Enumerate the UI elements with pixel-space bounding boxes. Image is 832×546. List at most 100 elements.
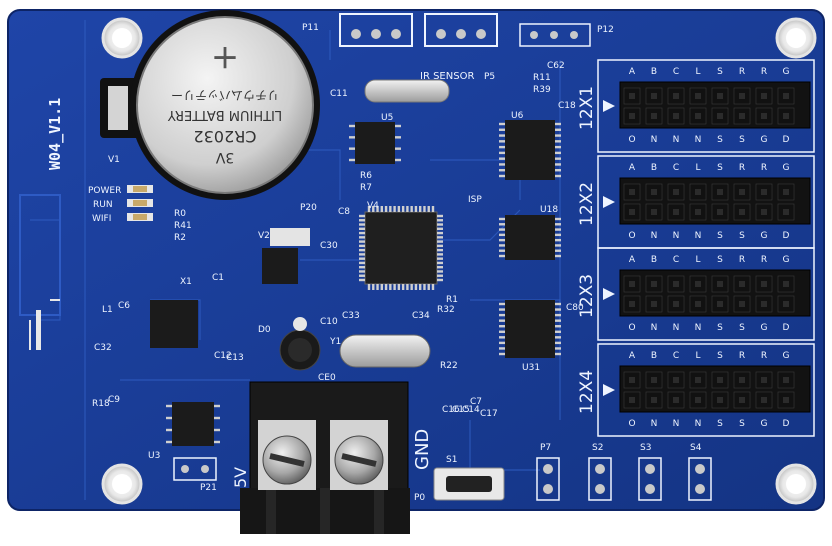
- ref-label-c12: C12: [214, 351, 232, 361]
- ic-wifi-module: [150, 300, 198, 348]
- ref-label-c62: C62: [547, 61, 565, 71]
- signal-top-4: L: [695, 163, 700, 173]
- signal-bottom-8: D: [783, 135, 790, 145]
- signal-bottom-6: S: [739, 231, 745, 241]
- battery-type: LITHIUM BATTERY: [168, 107, 282, 122]
- battery-type-japanese: リチウムバッテリー: [171, 88, 279, 102]
- ref-label-c7: C7: [470, 397, 482, 407]
- ref-label-c10: C10: [320, 317, 338, 327]
- signal-bottom-4: N: [695, 135, 702, 145]
- signal-bottom-3: N: [673, 419, 680, 429]
- ic-main-mcu: [364, 211, 438, 285]
- ref-label-p11: P11: [302, 23, 319, 33]
- ref-label-ce0: CE0: [318, 373, 336, 383]
- signal-bottom-2: N: [651, 231, 658, 241]
- signal-top-1: A: [629, 163, 636, 173]
- ref-label-c17: C17: [480, 409, 498, 419]
- jumper-header-2: [588, 457, 612, 501]
- ref-label-v1: V1: [108, 155, 120, 165]
- signal-bottom-5: S: [717, 135, 723, 145]
- hub-port-label-2: 12X2: [577, 182, 597, 226]
- signal-bottom-8: D: [783, 419, 790, 429]
- ref-label-y1: Y1: [329, 337, 341, 347]
- ic-pins: [166, 122, 561, 444]
- ref-label-p7: P7: [540, 443, 551, 453]
- smd-crystal: [339, 334, 431, 368]
- ic-v2-regulator: [262, 248, 298, 284]
- ref-label-r0: R0: [174, 209, 186, 219]
- signal-bottom-3: N: [673, 231, 680, 241]
- ref-label-r6: R6: [360, 171, 372, 181]
- signal-bottom-4: N: [695, 323, 702, 333]
- signal-top-7: R: [761, 351, 767, 361]
- ref-label-s3: S3: [640, 443, 651, 453]
- ref-label-r18: R18: [92, 399, 110, 409]
- ref-label-r7: R7: [360, 183, 372, 193]
- ref-label-v4: V4: [367, 201, 379, 211]
- ref-label-c11: C11: [330, 89, 348, 99]
- signal-top-3: C: [673, 163, 679, 173]
- jumper-header-4: [688, 457, 712, 501]
- hub-ports: 12X1AOBNCNLNSSRSRGGD12X2AOBNCNLNSSRSRGGD…: [577, 59, 815, 437]
- ref-label-c8: C8: [338, 207, 350, 217]
- ref-label-c80: C80: [566, 303, 584, 313]
- signal-top-1: A: [629, 255, 636, 265]
- ref-label-c18: C18: [558, 101, 576, 111]
- ref-label-s1: S1: [446, 455, 457, 465]
- ref-label-u18: U18: [540, 205, 558, 215]
- signal-top-4: L: [695, 255, 700, 265]
- jumper-header-1: [536, 457, 560, 501]
- ref-label-isp: ISP: [468, 195, 482, 205]
- signal-top-7: R: [761, 255, 767, 265]
- ic-u5: [355, 122, 395, 164]
- signal-bottom-3: N: [673, 323, 680, 333]
- signal-top-5: S: [717, 255, 723, 265]
- signal-bottom-3: N: [673, 135, 680, 145]
- ref-label-c14: C14: [462, 405, 480, 415]
- signal-bottom-5: S: [717, 231, 723, 241]
- ref-label-s4: S4: [690, 443, 702, 453]
- ic-chips: [150, 120, 555, 446]
- signal-bottom-8: D: [783, 231, 790, 241]
- signal-bottom-1: O: [628, 231, 635, 241]
- ref-label-c6: C6: [118, 301, 130, 311]
- signal-bottom-5: S: [717, 323, 723, 333]
- coin-cell-battery: 3V CR2032 LITHIUM BATTERY リチウムバッテリー +: [136, 16, 314, 194]
- signal-bottom-6: S: [739, 419, 745, 429]
- ref-label-s2: S2: [592, 443, 603, 453]
- signal-top-2: B: [651, 351, 657, 361]
- ref-label-l1: L1: [102, 305, 113, 315]
- ref-label-r41: R41: [174, 221, 192, 231]
- hub-port-label-3: 12X3: [577, 274, 597, 318]
- ref-label-v2: V2: [258, 231, 270, 241]
- ref-label-p12: P12: [597, 25, 614, 35]
- signal-bottom-8: D: [783, 323, 790, 333]
- ref-label-u5: U5: [381, 113, 393, 123]
- ref-label-r2: R2: [174, 233, 186, 243]
- ref-label-p0: P0: [414, 493, 425, 503]
- signal-bottom-2: N: [651, 323, 658, 333]
- board-model-label: W04_V1.1: [46, 98, 64, 170]
- ref-label-r32: R32: [437, 305, 455, 315]
- ref-label-c13: C13: [226, 353, 244, 363]
- signal-top-1: A: [629, 67, 636, 77]
- signal-top-5: S: [717, 351, 723, 361]
- signal-bottom-5: S: [717, 419, 723, 429]
- signal-bottom-6: S: [739, 135, 745, 145]
- signal-top-2: B: [651, 67, 657, 77]
- ref-label-c1: C1: [212, 273, 224, 283]
- battery-voltage: 3V: [215, 149, 234, 165]
- ref-label-p5: P5: [484, 72, 495, 82]
- ref-label-c34: C34: [412, 311, 430, 321]
- signal-top-3: C: [673, 255, 679, 265]
- electrolytic-capacitor: [279, 317, 321, 371]
- signal-top-6: R: [739, 67, 745, 77]
- signal-top-6: R: [739, 255, 745, 265]
- ref-label-u31: U31: [522, 363, 540, 373]
- signal-top-7: R: [761, 163, 767, 173]
- signal-top-8: G: [783, 351, 790, 361]
- ref-label-c9: C9: [108, 395, 120, 405]
- status-leds: POWER RUN WIFI: [88, 185, 153, 224]
- signal-top-6: R: [739, 163, 745, 173]
